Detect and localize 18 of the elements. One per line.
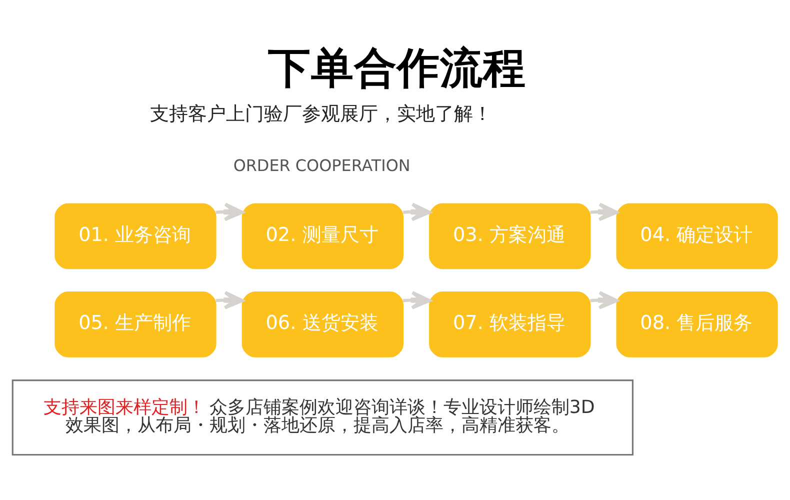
- node-box: 01. 业务咨询: [54, 203, 216, 270]
- arrow: [590, 290, 618, 310]
- arrow: [590, 202, 618, 222]
- node-box: 08. 售后服务: [616, 291, 778, 358]
- arrow: [403, 290, 431, 310]
- arrow: [403, 202, 431, 222]
- node-box: 02. 测量尺寸: [242, 203, 404, 270]
- node-box: 06. 送货安装: [242, 291, 404, 358]
- arrow: [216, 202, 244, 222]
- label: ORDER COOPERATION: [233, 156, 410, 175]
- diagram-title: 下单合作流程: [268, 44, 526, 94]
- node-box: 03. 方案沟通: [429, 203, 591, 270]
- arrow: [216, 290, 244, 310]
- node-box: 支持来图来样定制！ 众多店铺案例欢迎咨询详谈！专业设计师绘制3D效果图，从布局・规划・落地还原，提高入店率，高精准获客。: [12, 380, 634, 456]
- node-box: 05. 生产制作: [54, 291, 216, 358]
- label: 支持客户上门验厂参观展厅，实地了解！: [150, 102, 492, 126]
- node-box: 07. 软装指导: [429, 291, 591, 358]
- node-box: 04. 确定设计: [616, 203, 778, 270]
